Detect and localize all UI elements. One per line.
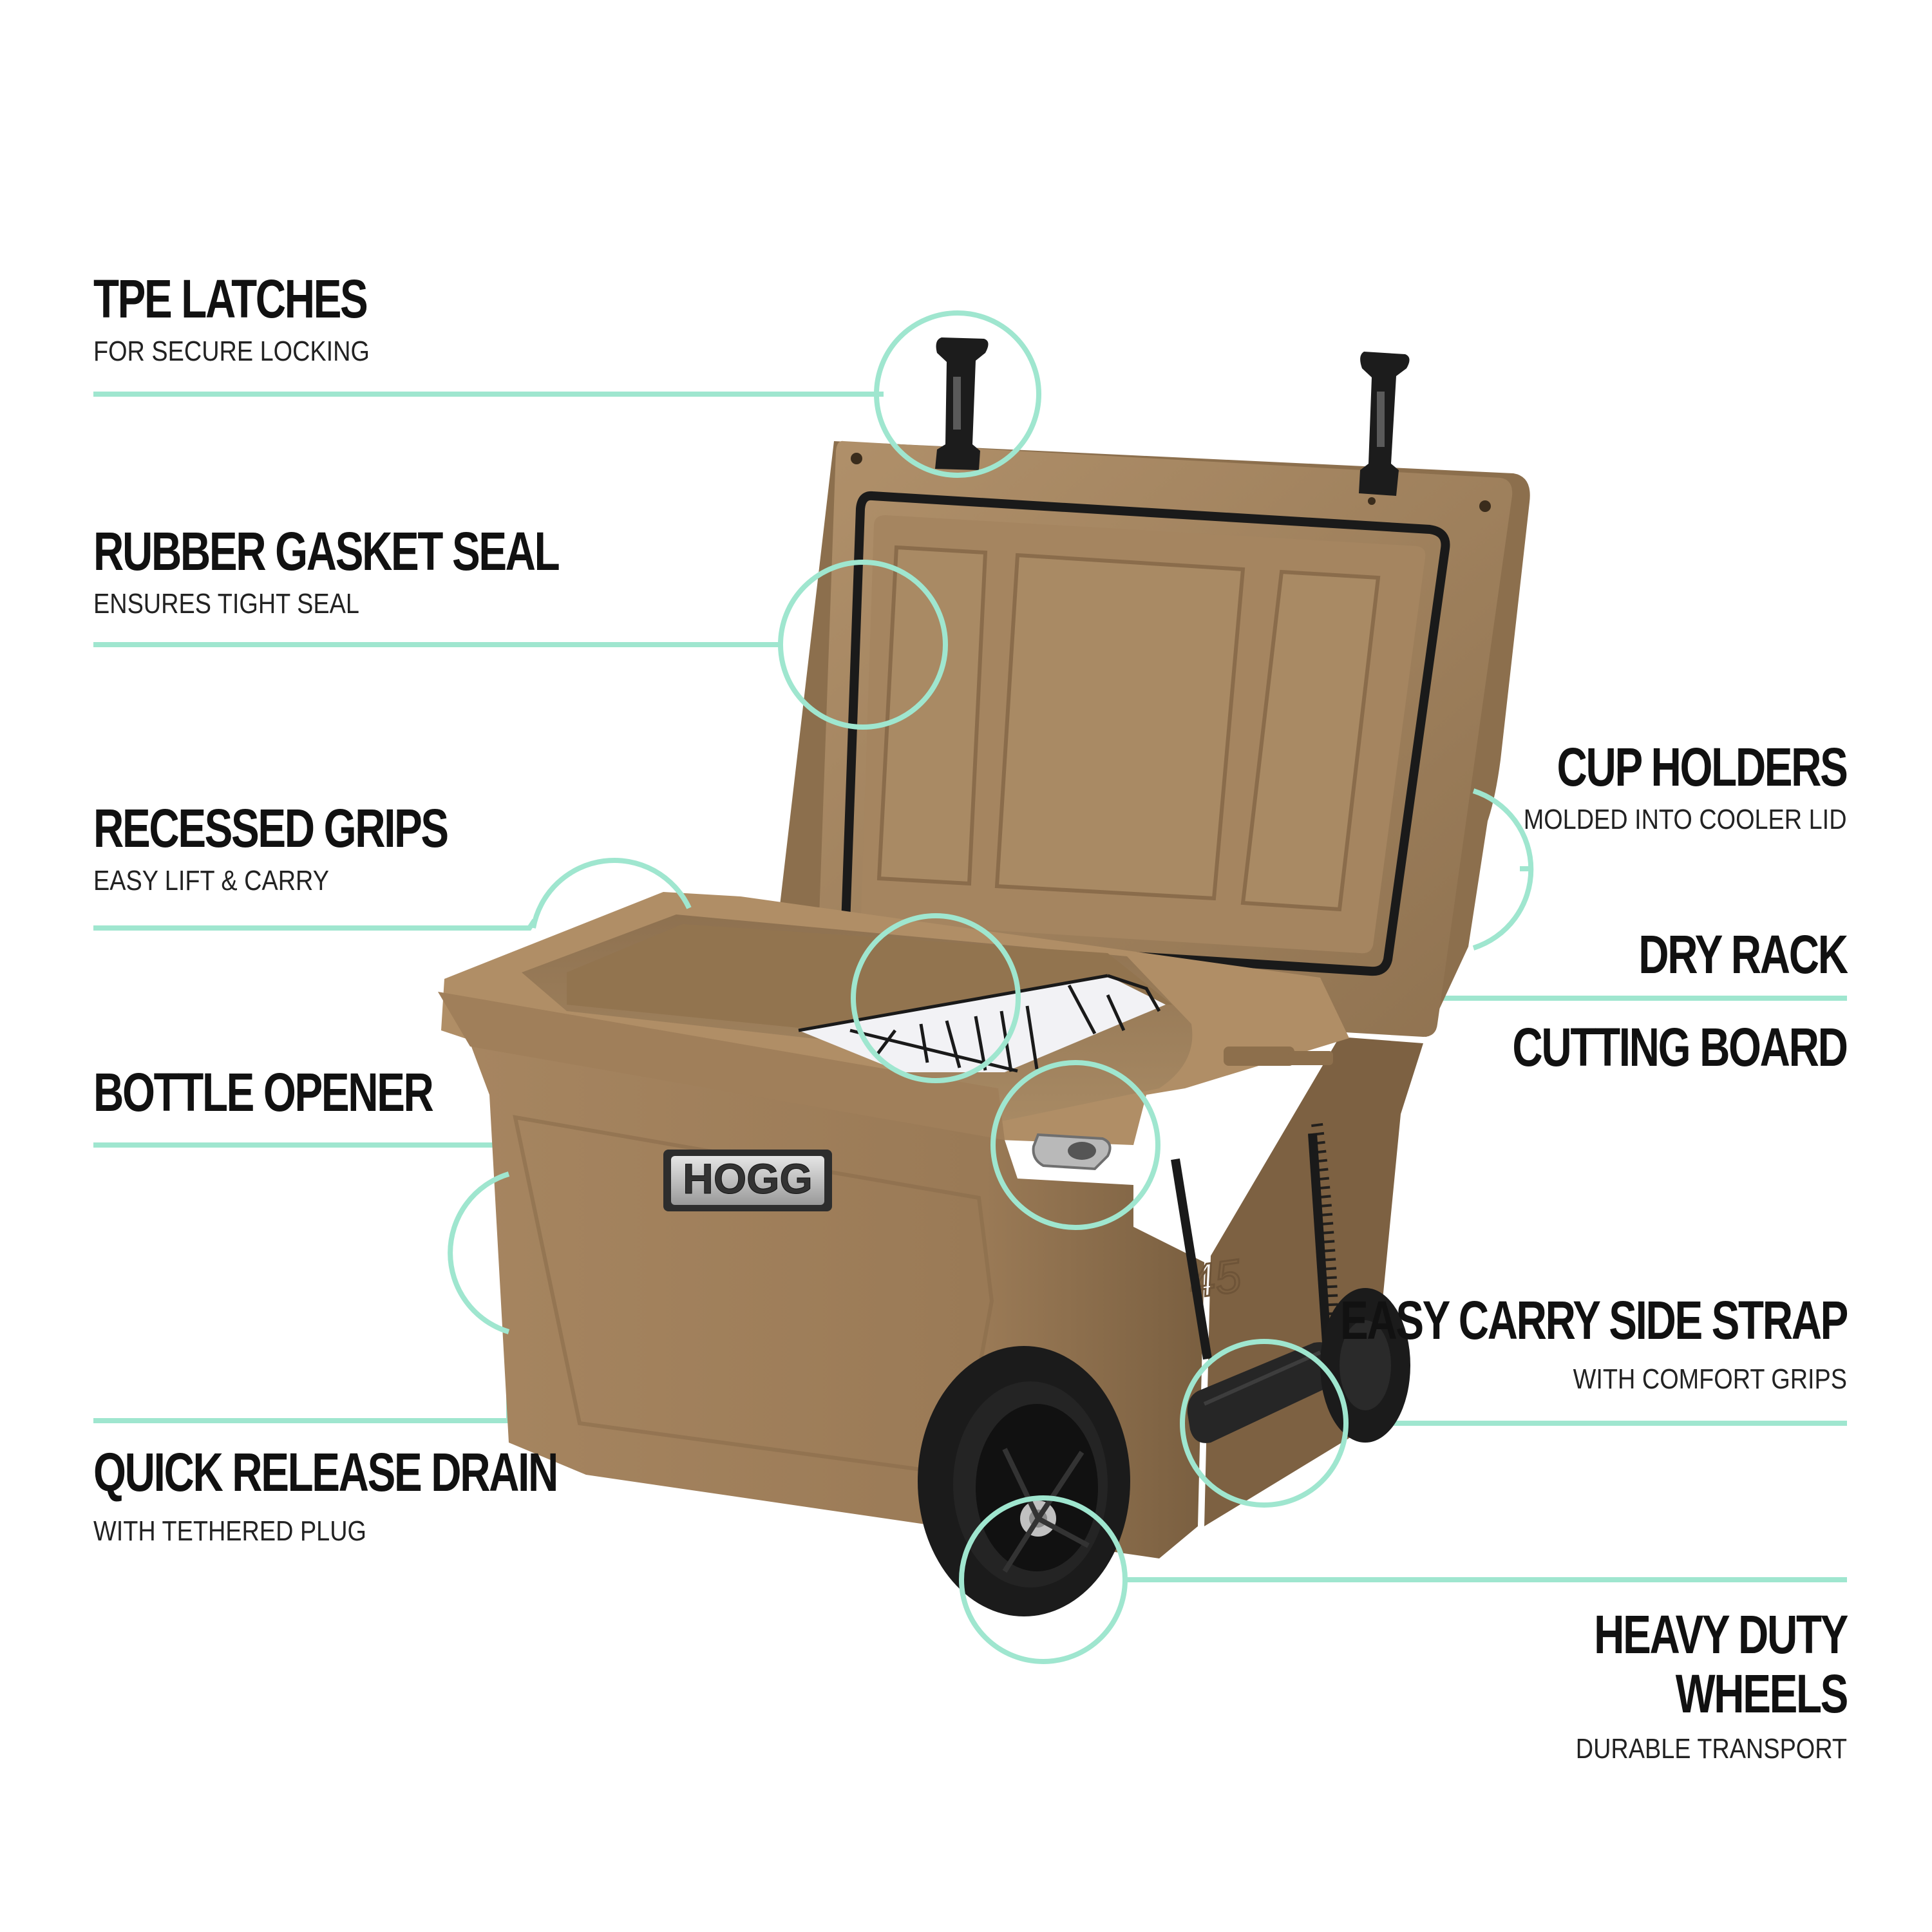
strap-circle: [1180, 1339, 1349, 1508]
feature-title: HEAVY DUTY WHEELS: [1594, 1604, 1848, 1724]
feature-bottle-opener: BOTTLE OPENER: [93, 1063, 528, 1122]
wheels-circle: [959, 1495, 1128, 1664]
grips-arc: [531, 857, 692, 929]
cupholder-arc: [1472, 788, 1534, 951]
feature-title: TPE LATCHES: [93, 269, 368, 329]
feature-rubber-gasket-seal: RUBBER GASKET SEAL ENSURES TIGHT SEAL: [93, 522, 690, 621]
feature-cup-holders: CUP HOLDERS MOLDED INTO COOLER LID: [1471, 737, 1848, 837]
feature-dry-rack: DRY RACK: [1580, 924, 1849, 985]
front-wheel: [918, 1346, 1130, 1616]
drain-arc: [448, 1171, 510, 1334]
cooler-lid: [773, 440, 1530, 1037]
feature-title: CUP HOLDERS: [1557, 737, 1848, 797]
feature-subtitle: FOR SECURE LOCKING: [93, 336, 370, 367]
drain-leader: [93, 1332, 511, 1423]
dryrack-circle: [851, 913, 1021, 1083]
hogg-badge: HOGG: [663, 1150, 832, 1211]
feature-subtitle: MOLDED INTO COOLER LID: [1524, 804, 1847, 835]
tpe-latch-right: [1359, 352, 1410, 496]
feature-title: CUTTING BOARD: [1512, 1017, 1849, 1077]
feature-tpe-latches: TPE LATCHES FOR SECURE LOCKING: [93, 269, 444, 368]
feature-subtitle: WITH COMFORT GRIPS: [1573, 1363, 1847, 1395]
side-strap: [1171, 1122, 1339, 1443]
feature-title: DRY RACK: [1638, 924, 1849, 985]
latches-circle: [874, 310, 1041, 478]
feature-cutting-board: CUTTING BOARD: [1418, 1017, 1849, 1077]
brand-logo-text: HOGG: [683, 1155, 813, 1202]
tpe-latch-left: [935, 337, 989, 470]
feature-title: EASY CARRY SIDE STRAP: [1340, 1290, 1848, 1350]
feature-easy-carry-side-strap: EASY CARRY SIDE STRAP WITH COMFORT GRIPS: [1197, 1290, 1848, 1396]
feature-title: RECESSED GRIPS: [93, 798, 449, 858]
bottle-opener-plate: [1032, 1133, 1112, 1171]
dry-rack: [798, 974, 1166, 1073]
callout-circles: [448, 310, 1534, 1664]
feature-heavy-duty-wheels: HEAVY DUTY WHEELS DURABLE TRANSPORT: [1332, 1604, 1849, 1766]
feature-title: QUICK RELEASE DRAIN: [93, 1442, 558, 1502]
opener-circle: [990, 1060, 1160, 1230]
feature-subtitle: EASY LIFT & CARRY: [93, 865, 329, 896]
gasket-circle: [778, 560, 948, 730]
feature-recessed-grips: RECESSED GRIPS EASY LIFT & CARRY: [93, 799, 547, 898]
feature-quick-release-drain: QUICK RELEASE DRAIN WITH TETHERED PLUG: [93, 1443, 688, 1548]
feature-subtitle: WITH TETHERED PLUG: [93, 1515, 366, 1547]
feature-title: BOTTLE OPENER: [93, 1062, 434, 1122]
feature-title: RUBBER GASKET SEAL: [93, 521, 560, 582]
feature-subtitle: DURABLE TRANSPORT: [1575, 1733, 1847, 1765]
grips-leader: [93, 918, 537, 931]
feature-subtitle: ENSURES TIGHT SEAL: [93, 588, 359, 620]
